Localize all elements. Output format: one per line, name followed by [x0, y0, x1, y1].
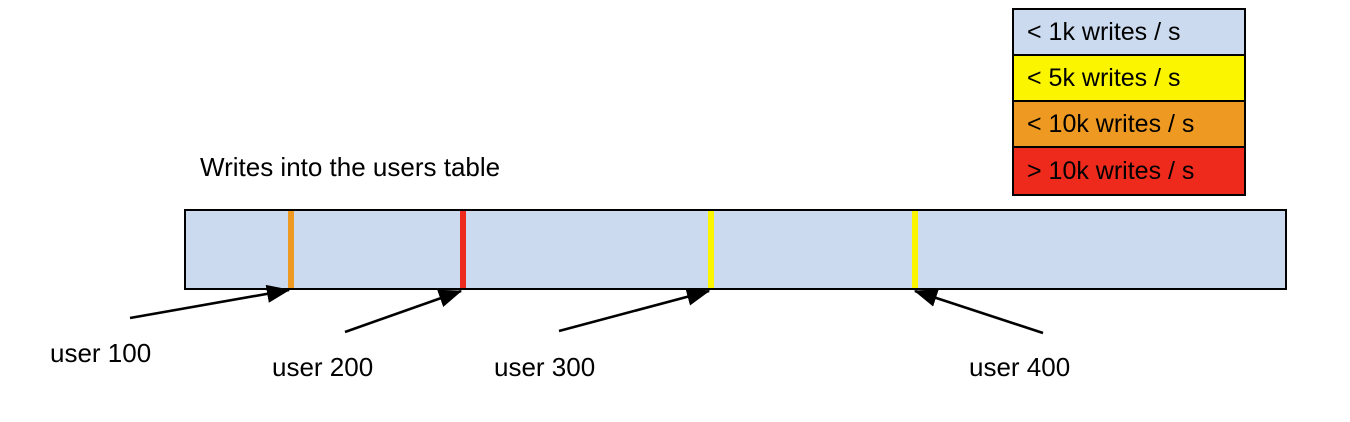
user-400-arrow — [913, 289, 1044, 335]
user-200-arrow — [344, 289, 463, 334]
chart-title: Writes into the users table — [200, 152, 501, 182]
legend-label-under-1k: < 1k writes / s — [1027, 17, 1181, 46]
legend-row-under-1k: < 1k writes / s — [1014, 10, 1244, 56]
users-table-key-range-bar — [184, 209, 1287, 290]
user-200-label: user 200 — [272, 352, 374, 382]
legend-row-under-5k: < 5k writes / s — [1014, 56, 1244, 102]
user-100-stripe — [288, 211, 294, 288]
legend: < 1k writes / s < 5k writes / s < 10k wr… — [1012, 8, 1246, 196]
legend-label-under-5k: < 5k writes / s — [1027, 63, 1181, 92]
user-100-label: user 100 — [50, 338, 152, 368]
user-300-stripe — [708, 211, 714, 288]
user-400-label: user 400 — [969, 352, 1071, 382]
bar-fill — [186, 211, 1285, 288]
user-200-stripe — [460, 211, 466, 288]
legend-row-under-10k: < 10k writes / s — [1014, 102, 1244, 148]
user-100-arrow — [129, 284, 291, 320]
user-300-arrow — [558, 287, 711, 333]
legend-label-over-10k: > 10k writes / s — [1027, 156, 1195, 185]
legend-label-under-10k: < 10k writes / s — [1027, 109, 1195, 138]
legend-row-over-10k: > 10k writes / s — [1014, 148, 1244, 194]
user-400-stripe — [912, 211, 918, 288]
user-300-label: user 300 — [494, 352, 596, 382]
